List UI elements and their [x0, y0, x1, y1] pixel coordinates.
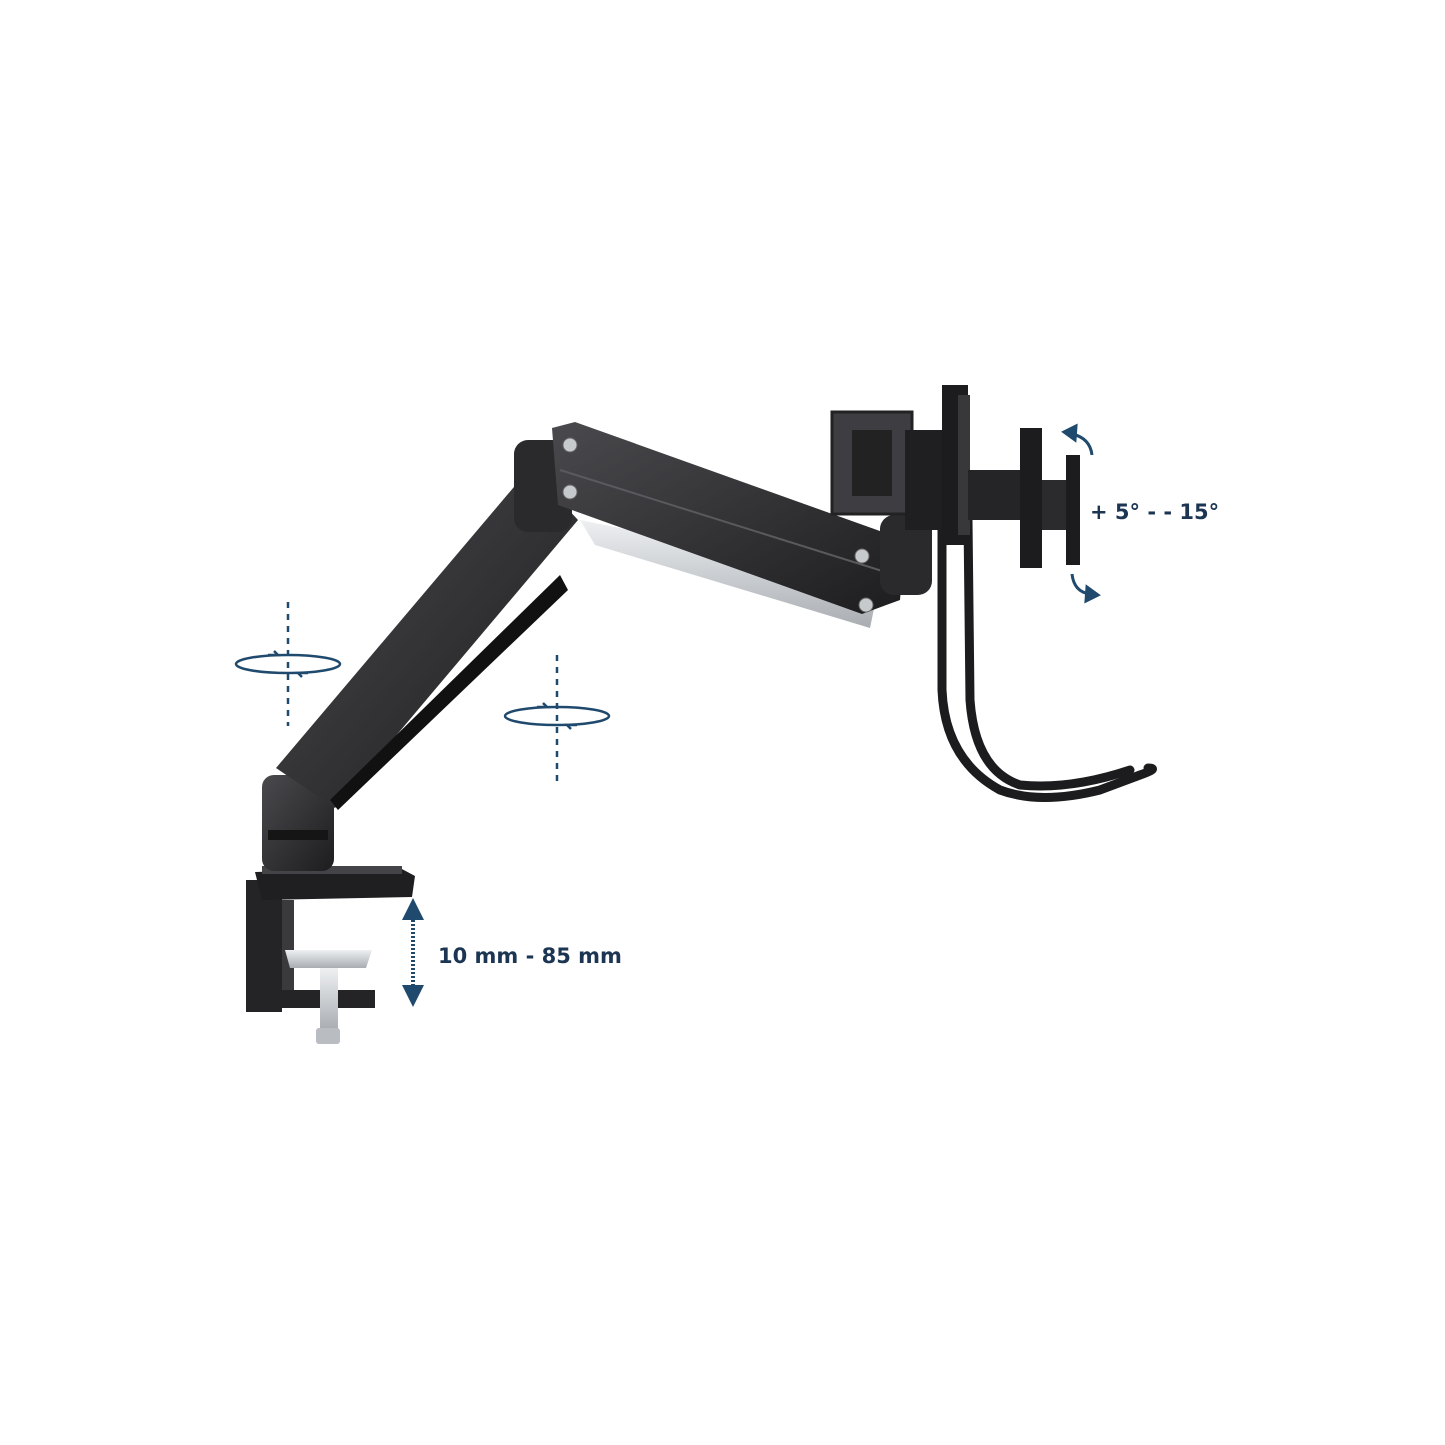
rotation-icon-base: [234, 602, 342, 726]
tilt-head: [880, 515, 932, 595]
clamp-thickness-label: 10 mm - 85 mm: [438, 944, 622, 968]
gas-spring-cover: [580, 520, 880, 628]
vesa-mounts: [830, 385, 1080, 568]
tilt-arrows: [1061, 423, 1101, 604]
lower-arm: [276, 468, 578, 808]
clamp-plate: [285, 950, 372, 968]
clamp-screw: [320, 968, 338, 1030]
upper-arm: [552, 422, 905, 614]
screw-heads: [562, 437, 874, 613]
rotation-icon-elbow: [503, 655, 611, 782]
tilt-range-label: + 5° - - 15°: [1090, 500, 1220, 524]
base-column: [262, 775, 334, 871]
handle-bar: [937, 515, 1157, 802]
desk-clamp: [246, 866, 415, 1044]
clamp-range-arrow: [402, 898, 424, 1007]
